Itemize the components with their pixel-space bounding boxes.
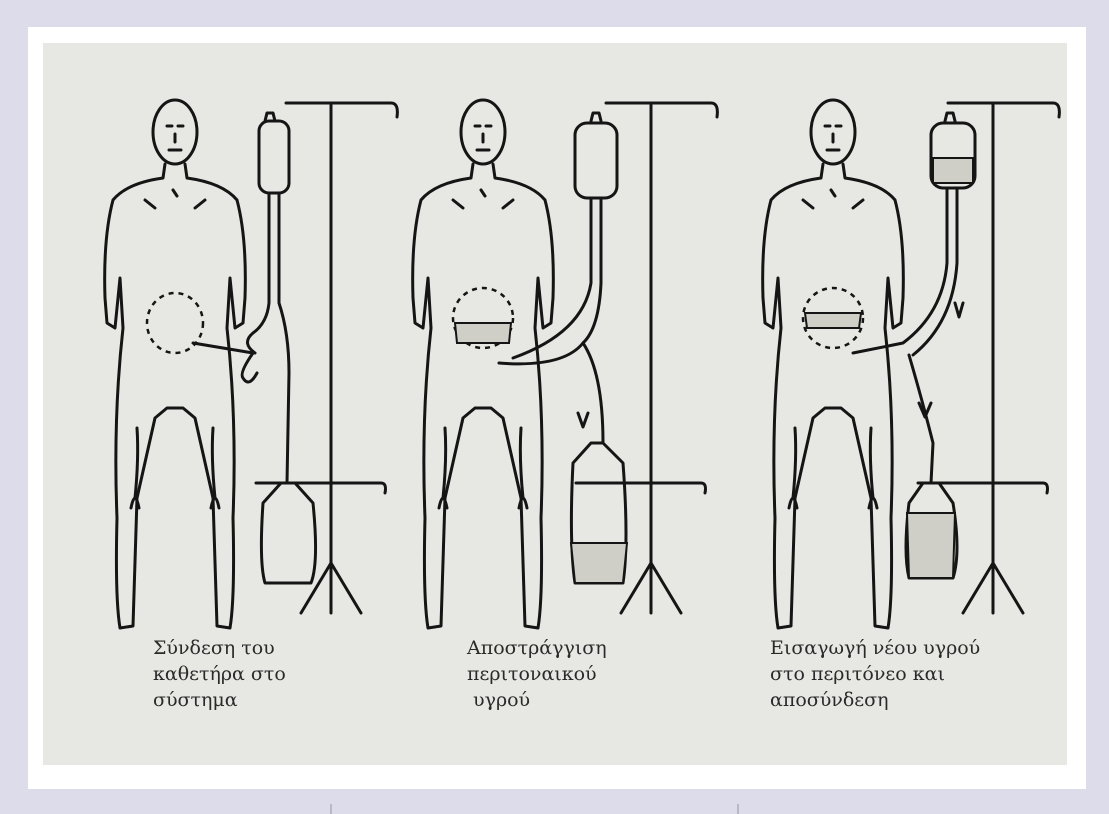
step-3-figure (763, 100, 1060, 628)
step-2-figure (413, 100, 718, 628)
diagram-panel: Σύνδεση του καθετήρα στο σύστημα Αποστρά… (43, 43, 1067, 765)
bottom-tick-left (330, 804, 332, 814)
step-1-figure (105, 100, 398, 628)
step-2-caption: Αποστράγγιση περιτοναικού υγρού (467, 635, 607, 713)
step-3-caption: Εισαγωγή νέου υγρού στο περιτόνεο και απ… (770, 635, 980, 713)
bottom-tick-right (737, 804, 739, 814)
step-1-caption: Σύνδεση του καθετήρα στο σύστημα (153, 635, 286, 713)
